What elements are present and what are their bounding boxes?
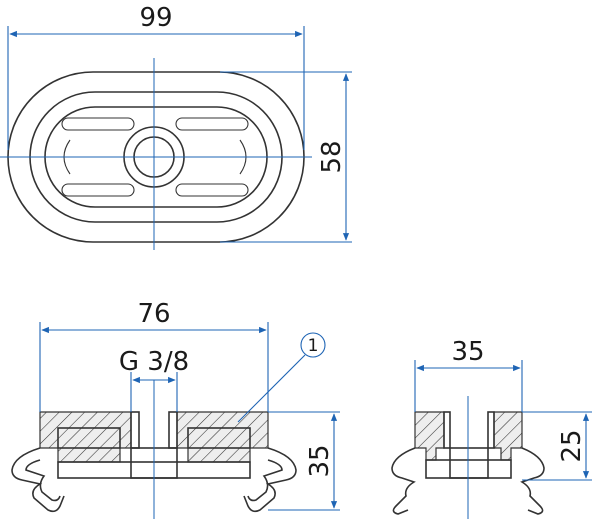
slot-top-right [175, 117, 249, 131]
thread-insert-right [168, 411, 178, 449]
dim-35h-label: 35 [305, 444, 335, 477]
dim-76-label: 76 [137, 299, 170, 329]
inner-block-left [57, 427, 121, 449]
side-lower-center [449, 447, 489, 479]
callout-leader [237, 354, 306, 423]
side-bellows-left [391, 447, 416, 515]
slot-top-left [61, 117, 135, 131]
bellows-left [11, 447, 65, 513]
side-thread-right [487, 411, 495, 449]
dim-58-label: 58 [317, 140, 347, 173]
side-body-right [493, 411, 523, 461]
side-bellows-right [520, 447, 545, 515]
callout-number: 1 [308, 336, 319, 356]
inner-block-right [187, 427, 251, 449]
section-body-left [39, 411, 132, 463]
thread-insert-left [130, 411, 140, 449]
side-body-left [414, 411, 445, 461]
bellows-left-inner [25, 459, 61, 502]
slot-bottom-right [175, 183, 249, 197]
section-body-right [176, 411, 269, 463]
bellows-right-inner [247, 459, 283, 502]
callout-circle [300, 332, 326, 358]
dim-25-label: 25 [557, 429, 587, 462]
front-section-view: 76 G 3/8 1 35 [11, 299, 340, 519]
top-view: 99 58 [0, 3, 352, 250]
slot-bottom-left [61, 183, 135, 197]
side-section-view: 35 25 [391, 337, 592, 519]
bellows-right [243, 447, 297, 513]
dim-35w-label: 35 [451, 337, 484, 367]
dim-thread-label: G 3/8 [119, 347, 189, 377]
side-thread-left [443, 411, 451, 449]
dim-99-label: 99 [139, 3, 172, 33]
